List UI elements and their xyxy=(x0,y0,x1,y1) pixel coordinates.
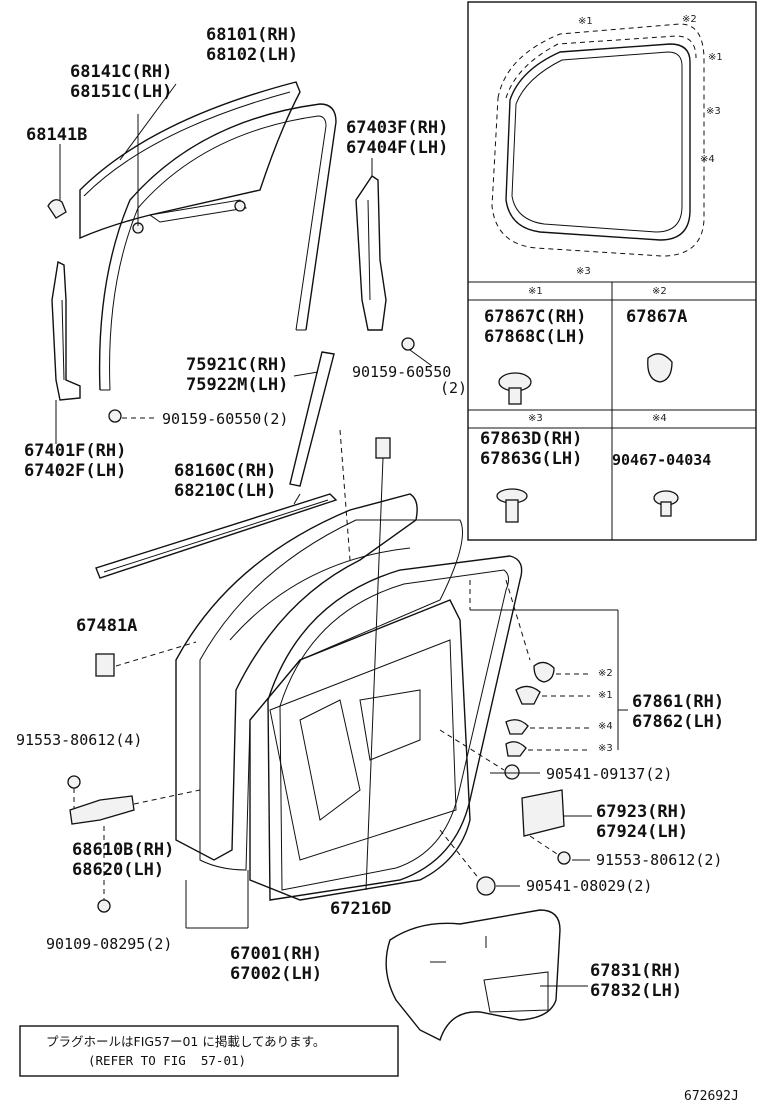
label-clip1-rh: 67867C(RH) xyxy=(484,307,587,327)
label-door-lh: 67002(LH) xyxy=(230,964,323,984)
label-cover-lh: 67832(LH) xyxy=(590,981,683,1001)
label-screw-4: 91553-80612(4) xyxy=(16,731,143,749)
inset-header-1: ※1 xyxy=(528,286,543,297)
label-plug-9137: 90541-09137(2) xyxy=(546,765,673,783)
plug-part xyxy=(95,653,115,677)
door-panel xyxy=(175,493,523,901)
service-hole-cover xyxy=(385,909,561,1041)
label-ctrl-rh: 67923(RH) xyxy=(596,802,689,822)
stopper-part xyxy=(47,199,67,219)
label-door-rh: 67001(RH) xyxy=(230,944,323,964)
label-bolt-right: 90159-60550 xyxy=(352,363,452,381)
label-clip1-lh: 67868C(LH) xyxy=(484,327,587,347)
note-box xyxy=(19,1025,399,1077)
label-hole-cover: 67216D xyxy=(330,899,392,919)
inset-mark-2-top: ※2 xyxy=(682,14,697,25)
inset-header-4: ※4 xyxy=(652,413,667,424)
label-cover-rh: 67831(RH) xyxy=(590,961,683,981)
callout-mark-1: ※1 xyxy=(598,690,613,701)
door-check xyxy=(67,775,201,913)
label-plug-8029: 90541-08029(2) xyxy=(526,877,653,895)
label-glass-rh: 68101(RH) xyxy=(206,25,299,45)
inset-mark-3-right: ※3 xyxy=(706,106,721,117)
label-run-rear-rh: 67401F(RH) xyxy=(24,441,127,461)
clip-2-drawing xyxy=(647,353,673,383)
label-clip3-lh: 67863G(LH) xyxy=(480,449,583,469)
note-japanese: プラグホールはFIG57ー01 に掲載してあります。 xyxy=(46,1034,326,1049)
hole-cover-clip xyxy=(365,437,391,891)
label-moulding-lh: 75922M(LH) xyxy=(186,375,289,395)
label-bolt-check: 90109-08295(2) xyxy=(46,935,173,953)
label-channel-rh: 68141C(RH) xyxy=(70,62,173,82)
label-stopper: 68141B xyxy=(26,125,88,145)
label-clip2: 67867A xyxy=(626,307,688,327)
label-ctrl-lh: 67924(LH) xyxy=(596,822,689,842)
label-seal-rh: 67861(RH) xyxy=(632,692,725,712)
clip-4-drawing xyxy=(653,490,679,517)
label-screw-2: 91553-80612(2) xyxy=(596,851,723,869)
inset-header-2: ※2 xyxy=(652,286,667,297)
front-run-channel xyxy=(355,175,415,351)
label-check-rh: 68610B(RH) xyxy=(72,840,175,860)
label-bolt-right-qty: (2) xyxy=(440,379,468,397)
inset-mark-1-top: ※1 xyxy=(578,16,593,27)
belt-moulding xyxy=(289,351,335,487)
clip-1-drawing xyxy=(498,372,532,405)
label-plug: 67481A xyxy=(76,616,138,636)
label-moulding-rh: 75921C(RH) xyxy=(186,355,289,375)
rear-run-channel xyxy=(51,260,122,423)
leader-lines xyxy=(55,83,590,987)
callout-mark-3: ※3 xyxy=(598,743,613,754)
inset-header-3: ※3 xyxy=(528,413,543,424)
label-channel-lh: 68151C(LH) xyxy=(70,82,173,102)
label-run-front-lh: 67404F(LH) xyxy=(346,138,449,158)
note-english: (REFER TO FIG 57-01) xyxy=(88,1053,247,1068)
label-bolt-left: 90159-60550(2) xyxy=(162,410,289,428)
weatherstrip-inset xyxy=(467,1,757,541)
seal-clips xyxy=(439,579,628,780)
label-run-front-rh: 67403F(RH) xyxy=(346,118,449,138)
callout-mark-4: ※4 xyxy=(598,721,613,732)
door-glass xyxy=(79,81,301,240)
label-clip4: 90467-04034 xyxy=(612,451,712,469)
inset-mark-3-bottom: ※3 xyxy=(576,266,591,277)
label-glass-lh: 68102(LH) xyxy=(206,45,299,65)
outer-weatherstrip xyxy=(95,493,338,579)
label-run-rear-lh: 67402F(LH) xyxy=(24,461,127,481)
inset-mark-4-right: ※4 xyxy=(700,154,715,165)
label-check-lh: 68620(LH) xyxy=(72,860,165,880)
inset-mark-1-right: ※1 xyxy=(708,52,723,63)
label-seal-lh: 67862(LH) xyxy=(632,712,725,732)
control-module xyxy=(521,789,592,865)
clip-3-drawing xyxy=(496,488,528,523)
glass-run-channel xyxy=(98,103,337,391)
callout-mark-2: ※2 xyxy=(598,668,613,679)
label-clip3-rh: 67863D(RH) xyxy=(480,429,583,449)
plug-8029-drawing xyxy=(476,876,496,896)
diagram-code: 672692J xyxy=(684,1089,739,1104)
label-weatherstrip-lh: 68210C(LH) xyxy=(174,481,277,501)
label-weatherstrip-rh: 68160C(RH) xyxy=(174,461,277,481)
